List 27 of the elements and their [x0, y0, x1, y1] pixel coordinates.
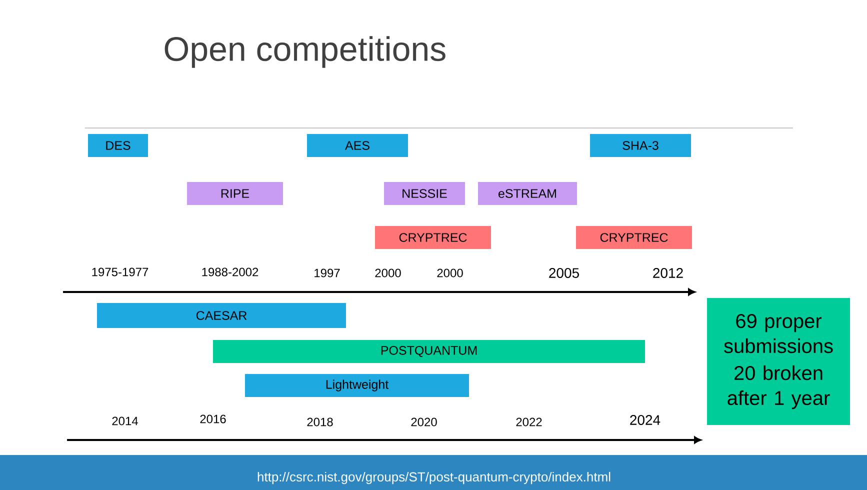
year-label: 2016	[200, 414, 226, 424]
year-label: 2014	[112, 416, 138, 426]
timeline-bar: CRYPTREC	[375, 226, 491, 249]
timeline-bar: Lightweight	[245, 374, 469, 397]
footer-link: http://csrc.nist.gov/groups/ST/post-quantum-crypto/index.html	[258, 472, 610, 484]
slide-title: Open competitions	[164, 36, 446, 68]
timeline-bar: AES	[307, 134, 408, 157]
timeline-bar: NESSIE	[384, 182, 465, 205]
year-label: 2024	[630, 415, 660, 425]
year-label: 2018	[307, 418, 333, 426]
timeline-bar: POSTQUANTUM	[213, 340, 645, 363]
year-label: 1997	[314, 268, 340, 278]
timeline-bar: RIPE	[187, 182, 283, 205]
timeline-bar: CRYPTREC	[576, 226, 692, 249]
year-label: 1988-2002	[202, 268, 258, 276]
timeline-bar: DES	[88, 134, 148, 157]
year-label: 2020	[411, 418, 437, 426]
timeline-bar: CAESAR	[97, 303, 346, 328]
timeline-bar: SHA-3	[590, 134, 691, 157]
year-label: 2000	[437, 268, 463, 278]
year-label: 2022	[516, 418, 542, 426]
note-box: 69 proper submissions 20 broken after 1 year	[707, 298, 850, 425]
year-label: 2012	[653, 268, 683, 278]
year-label: 2005	[549, 268, 579, 278]
year-label: 1975-1977	[92, 268, 148, 276]
year-label: 2000	[375, 268, 401, 278]
timeline-bar: eSTREAM	[478, 182, 577, 205]
